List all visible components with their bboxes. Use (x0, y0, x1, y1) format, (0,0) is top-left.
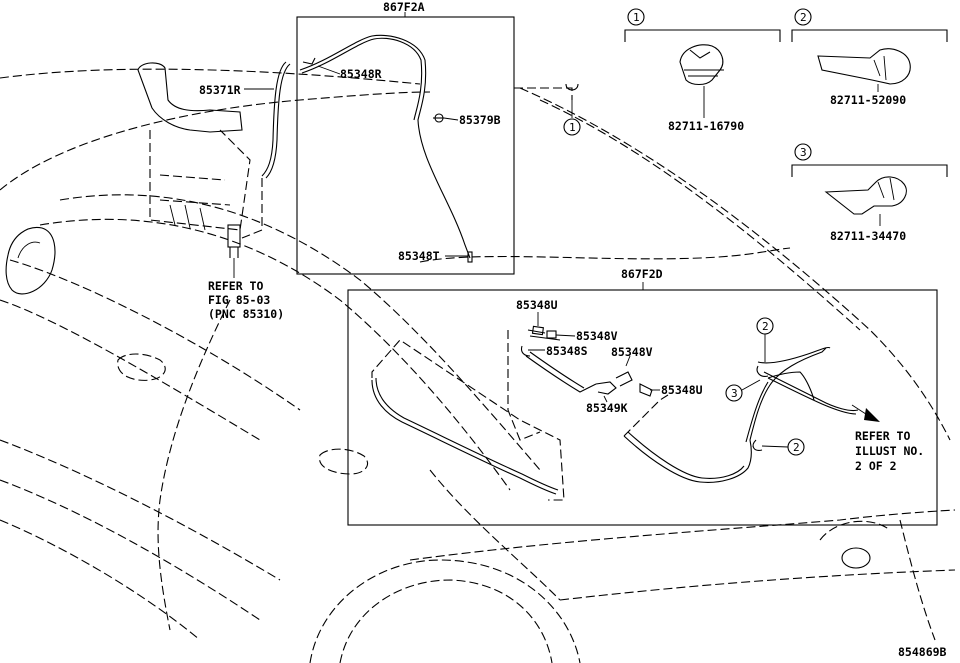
label-85349K: 85349K (586, 401, 628, 415)
callout-1-diagram: 1 (563, 118, 581, 136)
label-85348S: 85348S (546, 344, 588, 358)
refer-illust-line-2: ILLUST NO. (855, 444, 924, 458)
group-867F2D-label: 867F2D (621, 267, 663, 281)
refer-fig-line-3: (PNC 85310) (208, 307, 284, 321)
refer-illust-line-1: REFER TO (855, 429, 910, 443)
clip-detail-3: 3 82711-34470 (791, 143, 948, 243)
callout-3-a: 3 (731, 387, 738, 400)
car-body (0, 68, 956, 663)
clip-part-2: 82711-52090 (830, 93, 906, 107)
group-867F2A-label: 867F2A (383, 0, 425, 14)
clip-part-1: 82711-16790 (668, 119, 744, 133)
clip-detail-2: 2 82711-52090 (791, 8, 948, 107)
refer-illust-line-3: 2 OF 2 (855, 459, 897, 473)
group-867F2A: 867F2A 85371R 85348R 85379B 85348T (199, 0, 515, 275)
washer-tank (137, 62, 251, 258)
clip-detail-2-number: 2 (800, 11, 807, 24)
label-85348V-a: 85348V (576, 329, 618, 343)
clip-part-3: 82711-34470 (830, 229, 906, 243)
label-85379B: 85379B (459, 113, 501, 127)
label-85348R: 85348R (340, 67, 382, 81)
refer-illust-note: REFER TO ILLUST NO. 2 OF 2 (855, 429, 924, 473)
diagram-number: 854869B (898, 645, 947, 659)
group-867F2D: 867F2D (347, 267, 938, 526)
label-85371R: 85371R (199, 83, 241, 97)
label-85348U-b: 85348U (661, 383, 703, 397)
label-85348V-b: 85348V (611, 345, 653, 359)
refer-fig-note: REFER TO FIG 85-03 (PNC 85310) (208, 279, 284, 321)
clip-detail-1: 1 82711-16790 (624, 8, 781, 133)
clip-detail-3-number: 3 (800, 146, 807, 159)
refer-fig-line-1: REFER TO (208, 279, 263, 293)
clip-detail-1-number: 1 (633, 11, 640, 24)
label-85348U-a: 85348U (516, 298, 558, 312)
callout-2-a: 2 (762, 320, 769, 333)
callout-1-diagram-text: 1 (569, 121, 576, 134)
label-85348T: 85348T (398, 249, 440, 263)
refer-fig-line-2: FIG 85-03 (208, 293, 270, 307)
callout-2-b: 2 (793, 441, 800, 454)
